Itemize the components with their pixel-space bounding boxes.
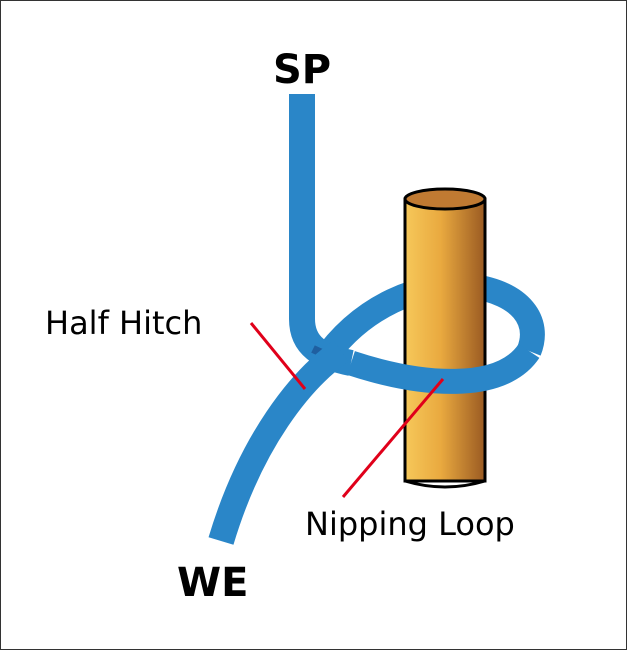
label-half-hitch: Half Hitch [45, 304, 202, 342]
pole-bottom-edge [404, 479, 486, 489]
working-end-rope [208, 340, 349, 545]
nipping-loop-leader [341, 378, 445, 498]
half-hitch-leader [249, 322, 307, 390]
label-standing-part: SP [273, 47, 331, 93]
label-nipping-loop: Nipping Loop [305, 505, 515, 543]
nipping-loop-front [347, 343, 540, 394]
label-working-end: WE [177, 560, 248, 606]
pole [403, 187, 487, 489]
pole-top [403, 187, 487, 211]
pole-body [403, 197, 487, 483]
